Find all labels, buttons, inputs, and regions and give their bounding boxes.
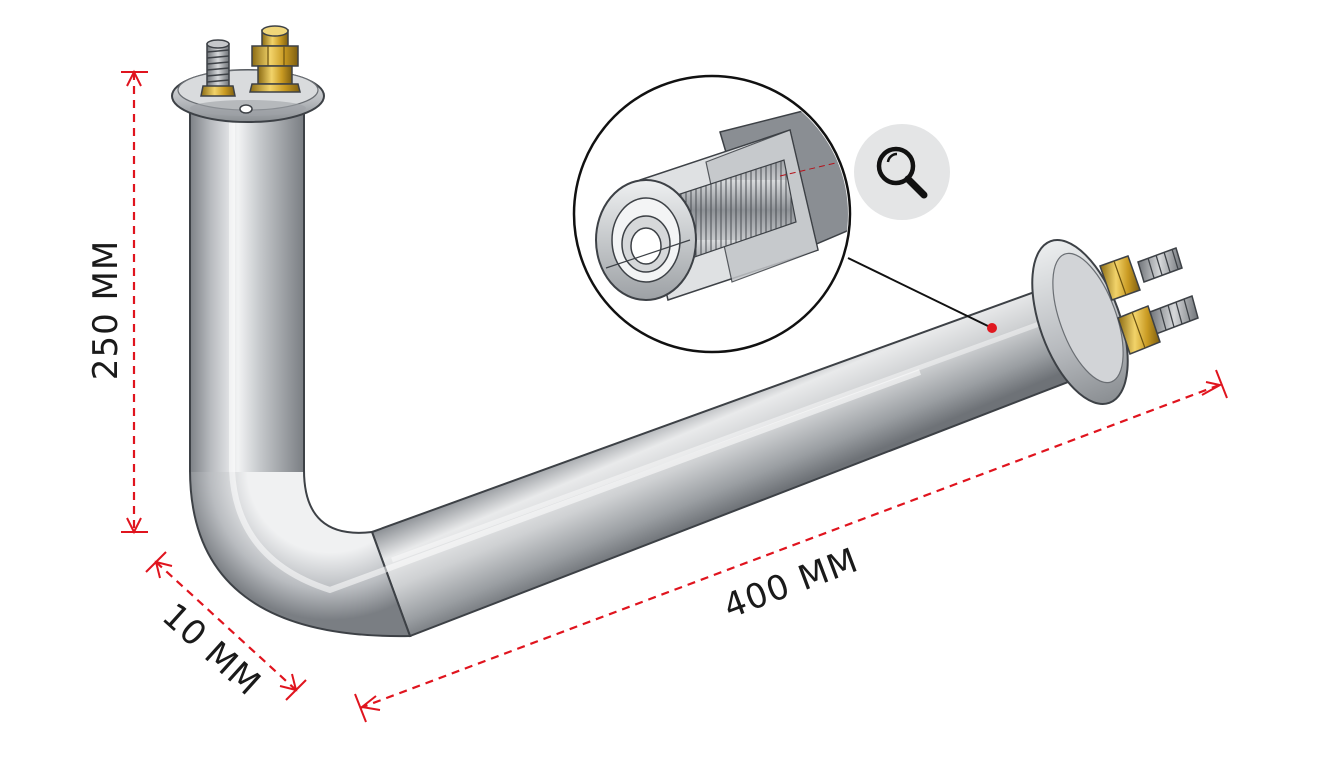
top-right-brass-terminal <box>249 25 301 93</box>
top-terminal-assembly <box>171 25 325 123</box>
right-lower-stud <box>1117 295 1199 355</box>
length-dimension-label: 400 MM <box>718 540 863 627</box>
height-dimension-label: 250 MM <box>86 240 126 380</box>
cross-section-callout <box>572 74 997 354</box>
magnifier-icon <box>854 124 950 220</box>
callout-leader-line <box>847 257 993 329</box>
heating-tube <box>188 108 1096 638</box>
right-upper-stud <box>1099 247 1183 301</box>
callout-point-dot <box>987 323 997 333</box>
right-terminal-assembly <box>1031 239 1199 405</box>
tube-vertical-leg <box>190 108 304 472</box>
tube-bend <box>188 469 412 638</box>
top-left-stud <box>200 39 236 97</box>
dimension-height: 250 MM <box>86 69 148 535</box>
